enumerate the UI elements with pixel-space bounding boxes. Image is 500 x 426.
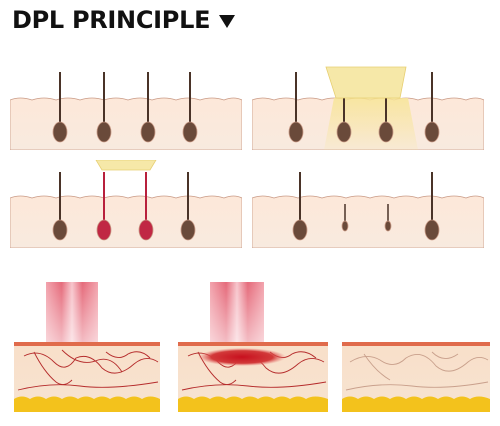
vessel-panel-after <box>340 282 492 414</box>
vessel-panel-light <box>10 282 162 414</box>
applicator-icon <box>325 66 407 99</box>
hair-panel-after <box>252 160 484 248</box>
vessel-panel-coagulation <box>176 282 330 414</box>
triangle-down-icon[interactable] <box>219 15 236 28</box>
light-beam <box>46 282 98 342</box>
hair-follicle-group <box>52 72 198 143</box>
title-text: DPL PRINCIPLE <box>12 6 211 34</box>
hair-panel-before <box>10 62 242 150</box>
page-title: DPL PRINCIPLE <box>12 6 236 34</box>
hair-panel-light <box>252 62 484 150</box>
applicator-icon <box>95 160 157 171</box>
hair-panel-heated <box>10 160 242 248</box>
coagulation-spot <box>198 348 286 366</box>
light-beam <box>210 282 264 342</box>
